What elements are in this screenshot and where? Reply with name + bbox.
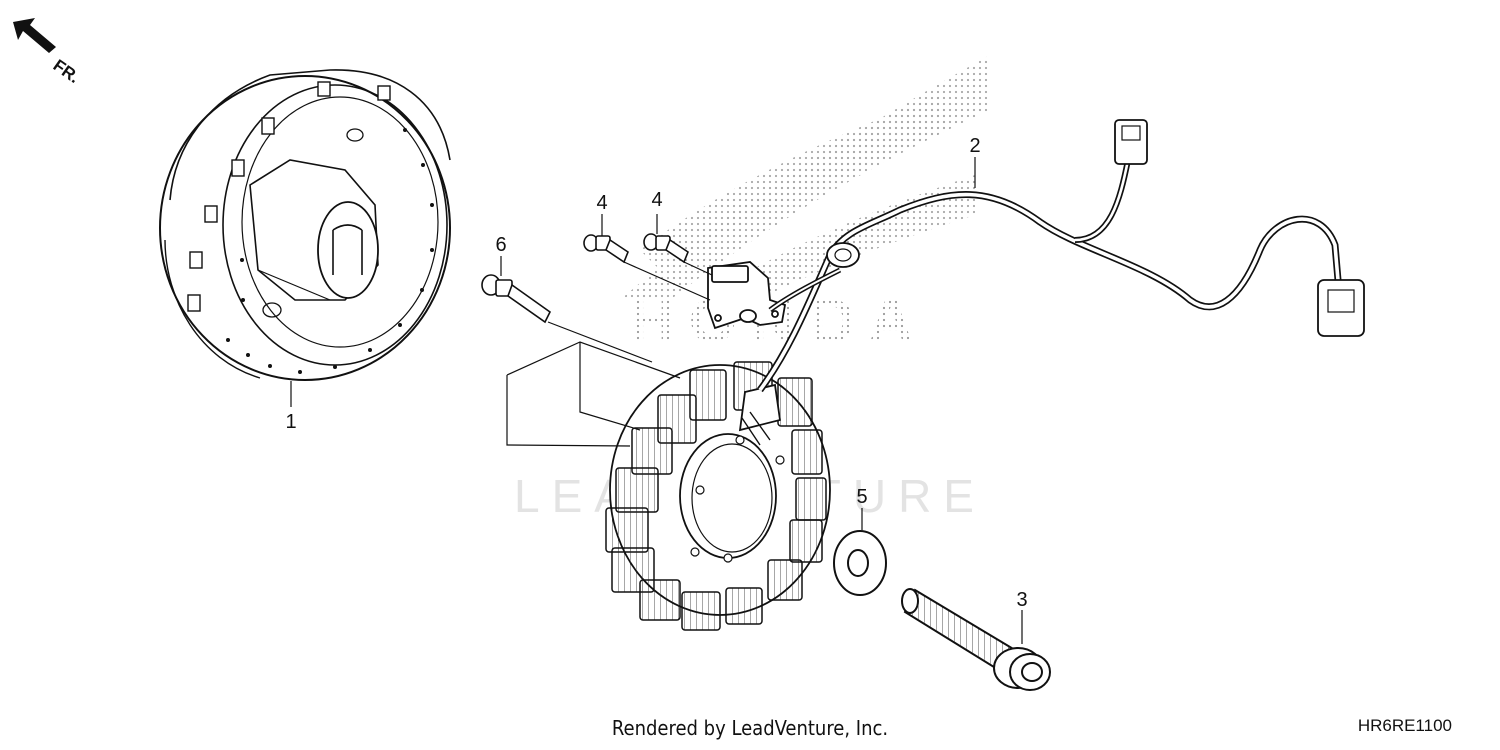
rendered-by-credit: Rendered by LeadVenture, Inc. <box>611 716 889 740</box>
callout-5: 5 <box>856 486 867 508</box>
washer <box>833 530 887 596</box>
arrow-front-icon <box>13 18 56 53</box>
flywheel <box>159 69 451 381</box>
stator-bolt <box>481 274 552 324</box>
leader-lines <box>290 157 1023 644</box>
callout-3: 3 <box>1016 589 1027 611</box>
callout-labels: 1 2 3 4 4 5 6 <box>285 135 1027 611</box>
front-label: FR. <box>50 56 83 87</box>
pulser-generator <box>707 261 787 330</box>
pulser-screw-a <box>583 234 629 264</box>
stator <box>605 361 831 631</box>
callout-4b: 4 <box>651 189 662 211</box>
callout-1: 1 <box>285 411 296 433</box>
callout-2: 2 <box>969 135 980 157</box>
honda-wing-watermark <box>620 55 990 320</box>
diagram-code: HR6RE1100 <box>1357 716 1452 735</box>
stator-wire-harness <box>757 119 1365 393</box>
front-direction-indicator: FR. <box>13 18 83 87</box>
callout-4a: 4 <box>596 192 607 214</box>
callout-6: 6 <box>495 234 506 256</box>
flange-bolt <box>901 588 1051 691</box>
